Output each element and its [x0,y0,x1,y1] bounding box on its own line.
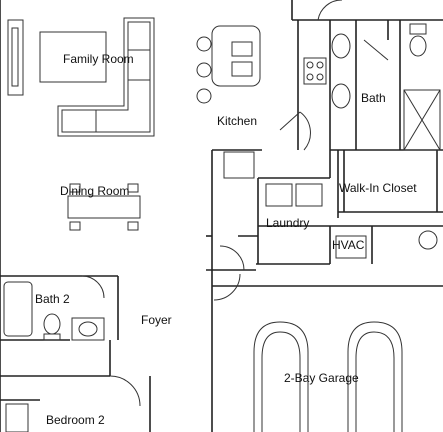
bath-fixtures [331,23,441,151]
bath2-fixtures [3,275,141,407]
family-room-furniture [7,17,155,137]
laundry-fixtures [265,183,438,259]
label-laundry: Laundry [266,216,309,230]
label-garage: 2-Bay Garage [284,371,359,385]
room-labels: Family Room Kitchen Bath Dining Room Wal… [35,52,417,427]
label-bath: Bath [361,91,386,105]
label-family-room: Family Room [63,52,134,66]
label-dining-room: Dining Room [60,184,129,198]
label-hvac: HVAC [332,238,365,252]
label-foyer: Foyer [141,313,172,327]
label-bedroom-2: Bedroom 2 [46,413,105,427]
label-bath-2: Bath 2 [35,292,70,306]
doors [5,245,245,432]
kitchen-fixtures [196,0,342,179]
label-kitchen: Kitchen [217,114,257,128]
label-walk-in-closet: Walk-In Closet [339,181,417,195]
garage-cars [253,321,403,432]
dining-table [67,183,141,231]
